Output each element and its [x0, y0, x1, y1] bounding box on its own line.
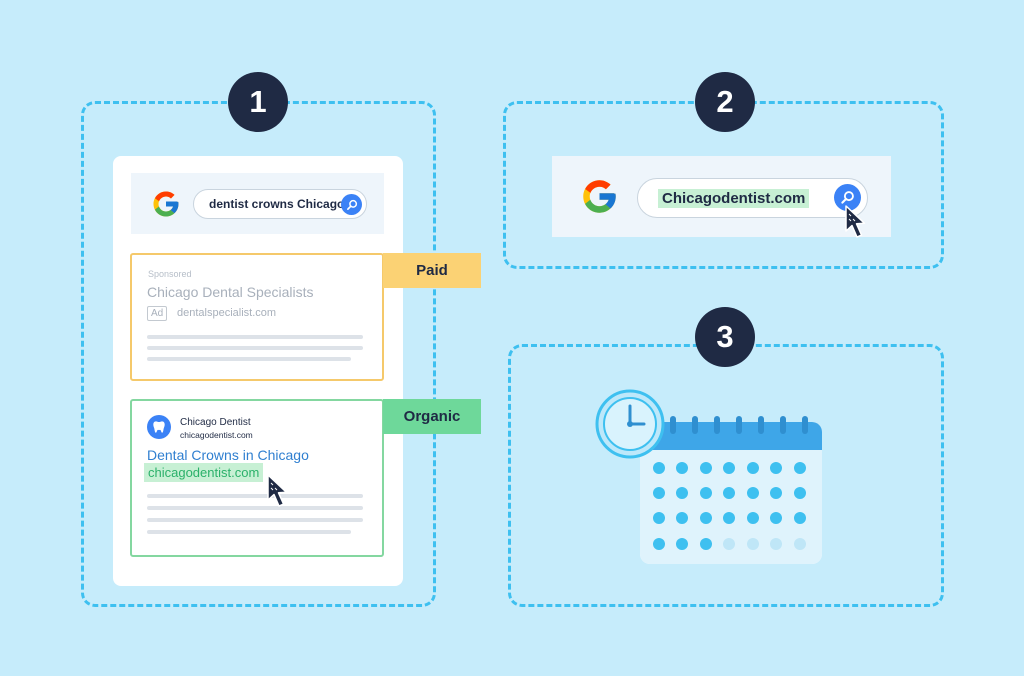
- paid-description-line: [147, 335, 363, 339]
- search-query-text: Chicagodentist.com: [658, 188, 810, 208]
- paid-label: Paid: [383, 253, 481, 288]
- search-input[interactable]: dentist crowns Chicago: [193, 189, 367, 219]
- organic-description-line: [147, 506, 363, 510]
- tooth-icon: [153, 421, 165, 433]
- mouse-pointer-icon: [845, 205, 866, 238]
- organic-site-url: chicagodentist.com: [180, 430, 253, 440]
- organic-result-title[interactable]: Dental Crowns in Chicago: [147, 447, 309, 463]
- organic-label: Organic: [383, 399, 481, 434]
- sponsored-label: Sponsored: [148, 269, 192, 279]
- search-input-direct[interactable]: Chicagodentist.com: [637, 178, 868, 218]
- clock-icon: [595, 389, 665, 459]
- step-1-badge: 1: [228, 72, 288, 132]
- paid-description-line: [147, 357, 351, 361]
- mouse-pointer-icon: [267, 474, 288, 507]
- organic-result-url[interactable]: chicagodentist.com: [144, 463, 264, 482]
- organic-site-name: Chicago Dentist: [180, 417, 251, 428]
- calendar-icon: [640, 416, 822, 564]
- search-icon: [841, 191, 854, 204]
- search-icon: [346, 199, 357, 210]
- paid-result-title[interactable]: Chicago Dental Specialists: [147, 284, 314, 300]
- step-3-badge: 3: [695, 307, 755, 367]
- google-logo: [583, 180, 616, 213]
- organic-description-line: [147, 494, 363, 498]
- search-button[interactable]: [341, 194, 362, 215]
- step-2-badge: 2: [695, 72, 755, 132]
- google-logo: [153, 191, 179, 217]
- organic-description-line: [147, 518, 363, 522]
- paid-description-line: [147, 346, 363, 350]
- search-button[interactable]: [834, 184, 861, 211]
- ad-badge: Ad: [147, 306, 168, 321]
- search-query-text: dentist crowns Chicago: [209, 197, 345, 211]
- paid-result-domain: dentalspecialist.com: [177, 307, 277, 319]
- site-favicon: [147, 415, 171, 439]
- organic-description-line: [147, 530, 351, 534]
